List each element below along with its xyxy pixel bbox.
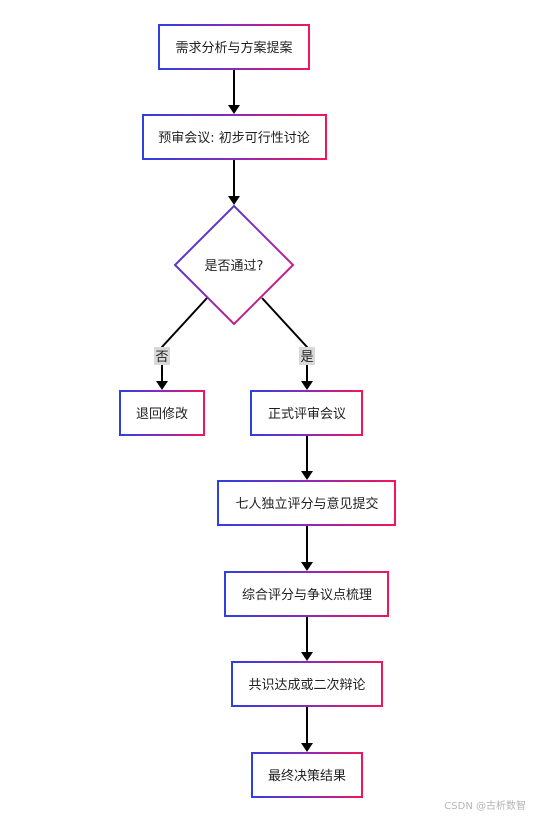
node-independent-scoring: 七人独立评分与意见提交	[217, 480, 396, 526]
arrowhead-n7-n8	[301, 743, 313, 752]
node-final-decision-label: 最终决策结果	[268, 768, 346, 784]
edge-label-yes: 是	[299, 347, 315, 365]
node-requirements-analysis: 需求分析与方案提案	[158, 24, 310, 70]
decision-passed: 是否通过?	[173, 204, 295, 326]
arrowhead-d1-n3	[156, 381, 168, 390]
node-requirements-analysis-label: 需求分析与方案提案	[175, 40, 292, 56]
arrowhead-n2-d1	[228, 196, 240, 205]
node-comprehensive-scoring: 综合评分与争议点梳理	[224, 571, 389, 617]
node-comprehensive-scoring-label: 综合评分与争议点梳理	[242, 588, 372, 603]
edge-d1-n4	[261, 297, 308, 385]
edge-label-yes-text: 是	[300, 350, 313, 365]
arrowhead-d1-n4	[301, 381, 313, 390]
arrowhead-n4-n5	[301, 471, 313, 480]
arrowhead-n6-n7	[301, 652, 313, 661]
arrowhead-n1-n2	[228, 105, 240, 114]
edge-d1-n3	[161, 297, 208, 385]
node-pre-review-meeting: 预审会议: 初步可行性讨论	[142, 114, 327, 160]
edge-label-no-text: 否	[155, 350, 168, 365]
node-return-for-revision: 退回修改	[119, 390, 205, 436]
node-consensus: 共识达成或二次辩论	[231, 661, 383, 707]
node-final-decision: 最终决策结果	[251, 752, 363, 798]
node-pre-review-meeting-label: 预审会议: 初步可行性讨论	[158, 131, 310, 146]
node-consensus-label: 共识达成或二次辩论	[248, 677, 365, 693]
node-formal-review-meeting: 正式评审会议	[250, 390, 363, 436]
node-formal-review-meeting-label: 正式评审会议	[268, 407, 346, 422]
arrowhead-n5-n6	[301, 562, 313, 571]
decision-passed-label: 是否通过?	[205, 259, 264, 274]
watermark: CSDN @古析数智	[444, 801, 526, 812]
node-return-for-revision-label: 退回修改	[136, 407, 188, 422]
edge-label-no: 否	[154, 347, 170, 365]
node-independent-scoring-label: 七人独立评分与意见提交	[235, 496, 378, 512]
